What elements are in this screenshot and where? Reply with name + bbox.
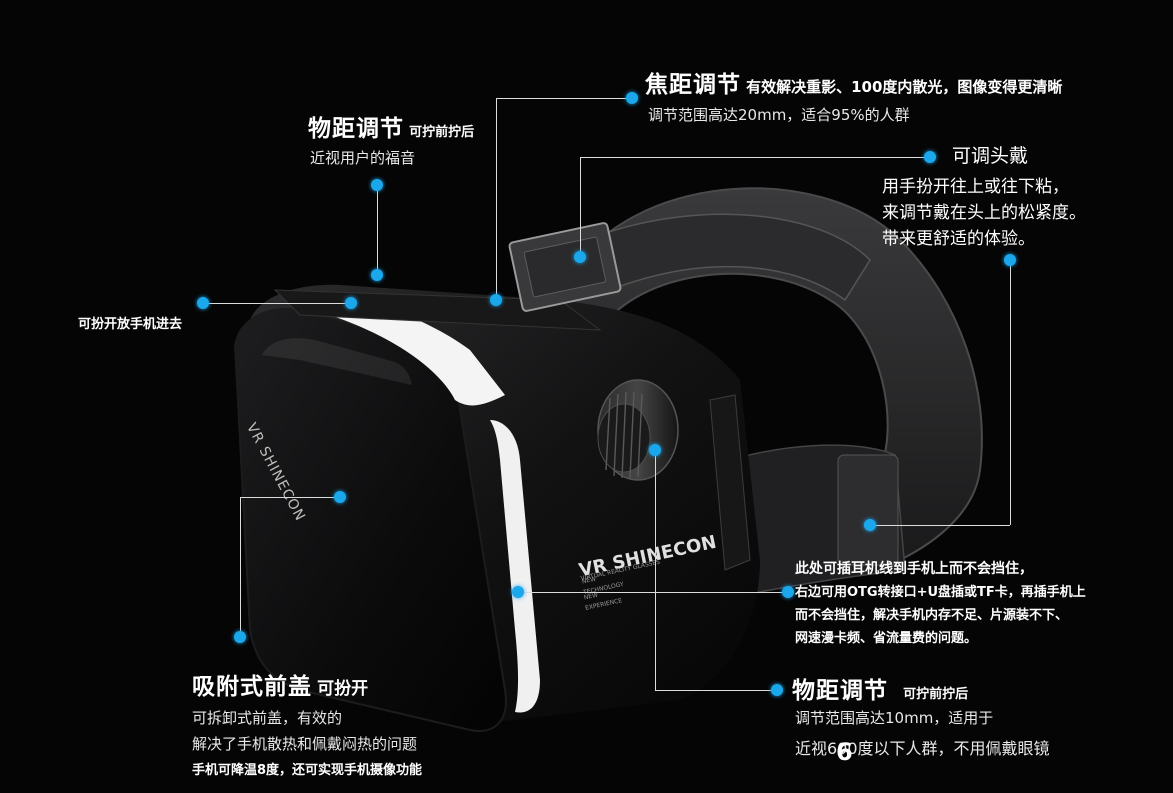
callout-object-top-desc: 可拧前拧后	[409, 125, 475, 140]
callout-headband-title: 可调头戴	[952, 145, 1029, 167]
marker-dot	[512, 586, 524, 598]
leader-line	[518, 592, 788, 593]
callout-object-bottom-desc: 可拧前拧后	[903, 687, 969, 702]
marker-dot	[771, 684, 783, 696]
callout-earphone-line: 右边可用OTG转接口+U盘插或TF卡，再插手机上	[795, 585, 1086, 600]
callout-focus-desc: 有效解决重影、100度内散光，图像变得更清晰	[746, 78, 1063, 96]
marker-dot	[649, 444, 661, 456]
callout-cover-desc: 可扮开	[317, 679, 369, 699]
marker-dot	[864, 519, 876, 531]
rear-strap	[558, 187, 983, 562]
marker-dot	[574, 251, 586, 263]
callout-focus-title: 焦距调节	[645, 72, 741, 98]
marker-dot	[490, 294, 502, 306]
leader-line	[240, 497, 340, 498]
leader-line	[496, 98, 632, 99]
leader-line	[203, 303, 351, 304]
callout-headband-line: 来调节戴在头上的松紧度。	[882, 203, 1086, 223]
callout-object-bottom-line: 近视600度以下人群，不用佩戴眼镜	[795, 739, 1050, 758]
callout-cover: 吸附式前盖 可扮开	[192, 672, 368, 703]
marker-dot	[924, 151, 936, 163]
leader-line	[240, 497, 241, 637]
callout-object-top-sub: 近视用户的福音	[310, 149, 416, 167]
callout-headband-line: 带来更舒适的体验。	[882, 229, 1035, 249]
leader-line	[580, 157, 930, 158]
leader-line	[870, 525, 1010, 526]
callout-earphone-line: 此处可插耳机线到手机上而不会挡住，	[795, 561, 1033, 577]
page-number: 6	[836, 738, 853, 766]
callout-focus: 焦距调节 有效解决重影、100度内散光，图像变得更清晰	[645, 70, 1062, 101]
white-trim-top	[300, 292, 505, 406]
leader-line	[496, 98, 497, 300]
marker-dot	[345, 297, 357, 309]
callout-object-top-title: 物距调节	[308, 116, 404, 142]
leader-line	[655, 450, 656, 690]
callout-object-top: 物距调节 可拧前拧后	[308, 114, 474, 145]
marker-dot	[371, 179, 383, 191]
leader-line	[377, 185, 378, 275]
white-trim-side	[490, 420, 540, 713]
marker-dot	[782, 586, 794, 598]
leader-line	[1010, 260, 1011, 525]
leader-line	[580, 157, 581, 257]
marker-dot	[371, 269, 383, 281]
marker-dot	[626, 92, 638, 104]
front-cover	[233, 308, 507, 732]
strap-buckle	[837, 454, 899, 566]
callout-headband-line: 用手扮开往上或往下粘，	[882, 177, 1069, 197]
callout-earphone-line: 而不会挡住，解决手机内存不足、片源装不下、	[795, 608, 1069, 623]
marker-dot	[334, 491, 346, 503]
callout-object-bottom-title: 物距调节	[792, 678, 888, 704]
callout-object-bottom-line: 调节范围高达10mm，适用于	[795, 709, 994, 727]
callout-cover-line: 可拆卸式前盖，有效的	[192, 709, 343, 727]
marker-dot	[1004, 254, 1016, 266]
marker-dot	[234, 631, 246, 643]
callout-cover-title: 吸附式前盖	[192, 674, 312, 700]
callout-cover-line: 解决了手机散热和佩戴闷热的问题	[192, 735, 418, 753]
callout-earphone-line: 网速漫卡频、省流量费的问题。	[795, 631, 978, 646]
callout-object-bottom: 物距调节 可拧前拧后	[792, 676, 968, 707]
callout-cover-note: 手机可降温8度，还可实现手机摄像功能	[192, 763, 423, 778]
callout-focus-sub: 调节范围高达20mm，适合95%的人群	[648, 106, 910, 124]
leader-line	[655, 690, 777, 691]
callout-phone-slot: 可扮开放手机进去	[78, 317, 183, 332]
marker-dot	[197, 297, 209, 309]
